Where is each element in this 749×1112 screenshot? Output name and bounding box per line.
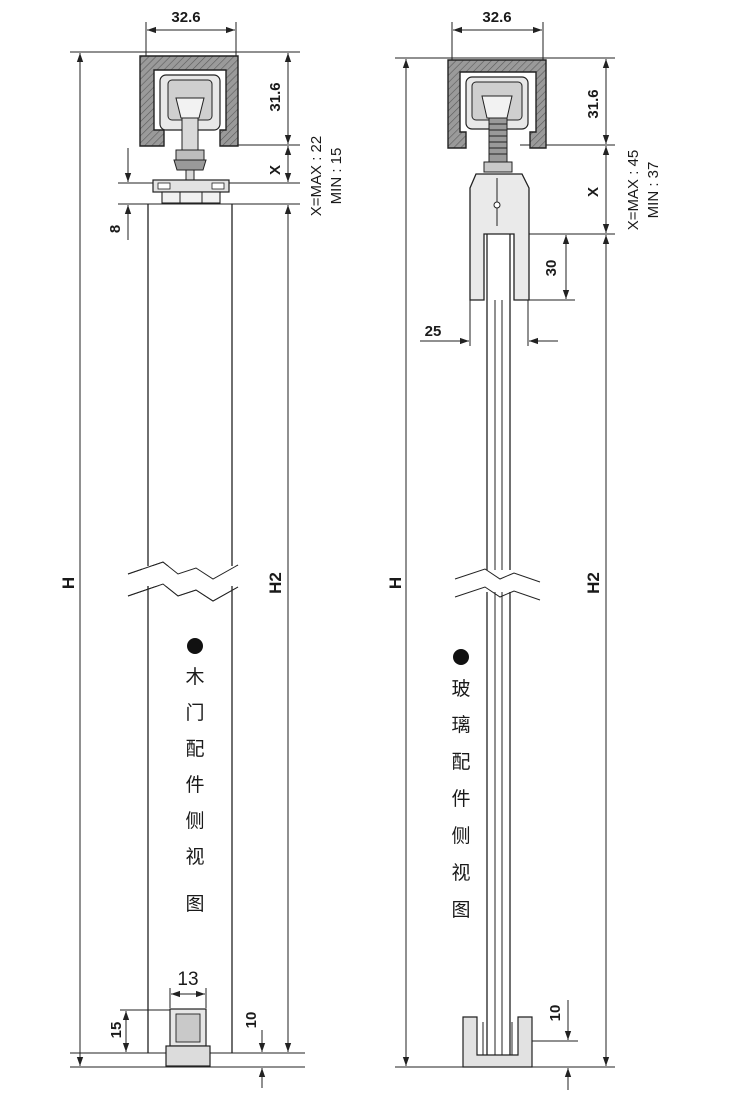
glass-clamp-width-label: 25 [425, 323, 442, 340]
glass-gap-range-min: MIN : 37 [645, 162, 662, 219]
glass-clamp [469, 173, 530, 301]
wood-floor-gap-dimension: 10 [243, 1012, 266, 1088]
wood-door-panel [127, 204, 239, 1053]
wood-door-height-label: H2 [266, 572, 285, 594]
glass-caption-char: 视 [451, 862, 470, 884]
wood-top-width-dimension: 32.6 [145, 9, 237, 62]
bullet-icon [187, 638, 203, 654]
glass-caption-char: 璃 [451, 714, 470, 736]
wood-gap-range-min: MIN : 15 [328, 148, 345, 205]
glass-caption: 玻 璃 配 件 侧 视 图 [451, 649, 471, 921]
glass-gap-dimension: X [585, 146, 610, 233]
glass-caption-char: 玻 [451, 678, 470, 700]
bullet-icon [453, 649, 469, 665]
wood-floor-gap-label: 10 [243, 1012, 260, 1029]
wood-guide-width-label: 13 [177, 969, 198, 990]
wood-guide-height-label: 15 [108, 1022, 125, 1039]
wood-track-height-dimension: 31.6 [267, 53, 292, 144]
wood-overall-height-label: H [59, 577, 78, 589]
wood-mounting-plate [152, 179, 230, 204]
wood-caption-char: 件 [185, 774, 204, 796]
wood-caption-char: 木 [185, 666, 204, 688]
wood-guide-height-dimension: 15 [108, 1009, 170, 1052]
wood-plate-thickness-dimension: 8 [107, 148, 132, 240]
glass-track-height-dimension: 31.6 [585, 59, 610, 144]
glass-overall-height-label: H [386, 577, 405, 589]
glass-overall-height-dimension: H [386, 59, 410, 1066]
glass-track-height-label: 31.6 [585, 89, 602, 118]
wood-overall-height-dimension: H [59, 53, 84, 1066]
glass-clamp-depth-dimension: 30 [543, 235, 570, 299]
glass-caption-char: 图 [451, 899, 470, 921]
glass-floor-guide [462, 1016, 533, 1068]
glass-door-height-dimension: H2 [584, 235, 610, 1066]
glass-top-width-dimension: 32.6 [451, 9, 544, 62]
glass-door-height-label: H2 [584, 572, 603, 594]
glass-floor-gap-dimension: 10 [547, 1000, 572, 1090]
wood-caption-char: 图 [185, 893, 204, 915]
glass-panel [452, 234, 548, 1056]
wood-gap-dimension: X [267, 146, 292, 182]
wood-caption-char: 配 [185, 738, 204, 760]
wood-gap-label: X [267, 165, 284, 175]
wood-caption-char: 门 [185, 702, 204, 724]
glass-track-profile [447, 59, 547, 149]
wood-caption-char: 侧 [185, 810, 204, 832]
glass-gap-range-max: X=MAX : 45 [625, 150, 642, 230]
wood-caption-char: 视 [185, 846, 204, 868]
glass-top-width-label: 32.6 [482, 9, 511, 26]
glass-clamp-depth-label: 30 [543, 260, 560, 277]
wood-door-height-dimension: H2 [266, 205, 292, 1052]
wood-track-height-label: 31.6 [267, 82, 284, 111]
glass-caption-char: 件 [451, 788, 470, 810]
glass-clamp-width-dimension: 25 [420, 300, 558, 346]
glass-floor-gap-label: 10 [547, 1005, 564, 1022]
glass-threaded-bolt [483, 117, 513, 173]
glass-caption-char: 配 [451, 751, 470, 773]
wood-hanger-bolt [173, 117, 207, 181]
glass-caption-char: 侧 [451, 825, 470, 847]
wood-plate-thickness-label: 8 [107, 225, 124, 233]
wood-top-width-label: 32.6 [171, 9, 200, 26]
wood-door-side-view: 32.6 [59, 9, 345, 1088]
glass-gap-label: X [585, 187, 602, 197]
glass-door-side-view: 32.6 [386, 9, 662, 1090]
wood-guide-width-dimension: 13 [169, 969, 207, 1008]
wood-caption: 木 门 配 件 侧 视 图 [185, 638, 205, 915]
wood-floor-guide [165, 1008, 211, 1067]
wood-track-profile [139, 55, 239, 147]
wood-gap-range-max: X=MAX : 22 [308, 136, 325, 216]
